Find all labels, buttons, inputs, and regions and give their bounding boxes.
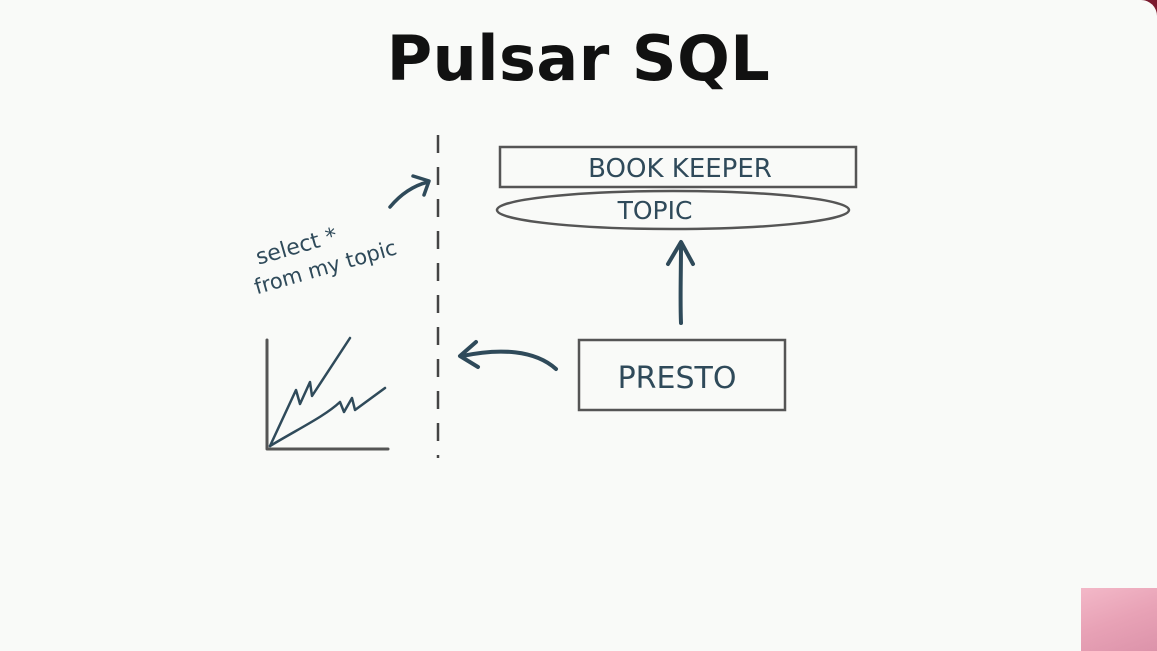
presto-label: PRESTO: [618, 361, 737, 396]
slide-title: Pulsar SQL: [386, 22, 771, 95]
query-annotation: select * from my topic: [252, 223, 400, 299]
arrow-presto-to-topic: [666, 240, 695, 325]
bookkeeper-node: BOOK KEEPER: [498, 145, 858, 189]
bookkeeper-label: BOOK KEEPER: [588, 154, 772, 184]
presto-node: PRESTO: [577, 338, 787, 412]
arrow-query: [388, 174, 431, 209]
topic-node: TOPIC: [495, 189, 851, 231]
video-thumbnail: [1081, 588, 1157, 651]
arrow-presto-to-client: [458, 340, 558, 371]
chart-sketch-icon: [265, 336, 390, 451]
topic-label: TOPIC: [617, 196, 693, 225]
